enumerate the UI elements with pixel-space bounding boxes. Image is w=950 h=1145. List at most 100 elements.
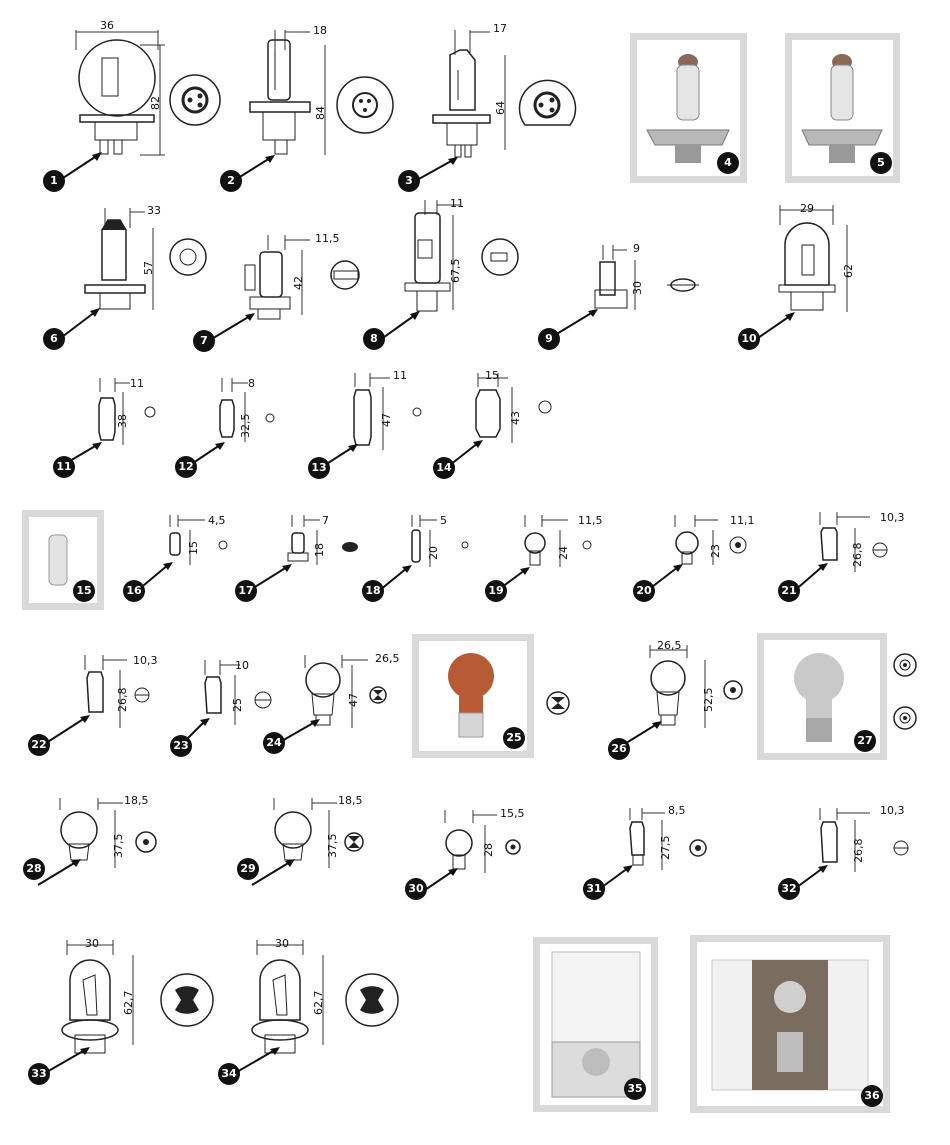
bulb-25-socket [543,688,573,718]
bulb-15-badge: 15 [73,580,95,602]
bulb-2-width: 18 [313,24,327,37]
bulb-18-height: 20 [427,546,440,560]
bulb-19-badge: 19 [485,580,507,602]
bulb-13-diagram: 11 47 13 [305,365,435,485]
bulb-27-socket-bottom [890,703,920,733]
bulb-18-width: 5 [440,514,447,527]
bulb-11-width: 11 [130,377,144,390]
bulb-25-photo: 25 [412,634,534,758]
kit-35-photo: 35 [533,937,658,1112]
bulb-16-width: 4,5 [208,514,226,527]
bulb-3-diagram: 17 64 3 [395,20,595,195]
bulb-9-width: 9 [633,242,640,255]
bulb-10-badge: 10 [738,328,760,350]
bulb-28-diagram: 18,5 37,5 28 [18,790,188,900]
bulb-16-height: 15 [187,541,200,555]
bulb-30-diagram: 15,5 28 30 [405,805,555,900]
bulb-27-photo: 27 [757,633,887,760]
kit-35-badge: 35 [624,1078,646,1100]
bulb-23-diagram: 10 25 23 [165,655,295,760]
bulb-34-badge: 34 [218,1063,240,1085]
bulb-32-badge: 32 [778,878,800,900]
bulb-12-badge: 12 [175,456,197,478]
bulb-6-badge: 6 [43,328,65,350]
bulb-24-badge: 24 [263,732,285,754]
bulb-31-width: 8,5 [668,804,686,817]
bulb-27-badge: 27 [854,730,876,752]
bulb-18-badge: 18 [362,580,384,602]
bulb-34-width: 30 [275,937,289,950]
bulb-17-badge: 17 [235,580,257,602]
bulb-30-badge: 30 [405,878,427,900]
bulb-22-width: 10,3 [133,654,158,667]
bulb-10-diagram: 29 62 10 [735,200,895,360]
bulb-28-height: 37,5 [112,833,125,859]
bulb-21-diagram: 10,3 26,8 21 [775,500,925,610]
bulb-13-badge: 13 [308,457,330,479]
bulb-2-badge: 2 [220,170,242,192]
bulb-20-diagram: 11,1 23 20 [630,505,770,610]
bulb-32-diagram: 10,3 26,8 32 [775,800,925,900]
bulb-20-width: 11,1 [730,514,755,527]
bulb-28-badge: 28 [23,858,45,880]
bulb-3-height: 64 [494,101,507,115]
bulb-26-height: 52,5 [702,687,715,713]
bulb-15-photo: 15 [22,510,104,610]
bulb-7-width: 11,5 [315,232,340,245]
kit-36-badge: 36 [861,1085,883,1107]
bulb-33-height: 62,7 [122,990,135,1016]
bulb-33-badge: 33 [28,1063,50,1085]
bulb-23-badge: 23 [170,735,192,757]
bulb-12-diagram: 8 32,5 12 [170,370,300,485]
bulb-24-height: 47 [347,693,360,707]
bulb-16-badge: 16 [123,580,145,602]
bulb-23-width: 10 [235,659,249,672]
bulb-14-height: 43 [509,411,522,425]
bulb-31-badge: 31 [583,878,605,900]
bulb-19-width: 11,5 [578,514,603,527]
bulb-22-badge: 22 [28,734,50,756]
bulb-29-diagram: 18,5 37,5 29 [232,790,402,900]
bulb-19-diagram: 11,5 24 19 [480,505,620,610]
bulb-17-width: 7 [322,514,329,527]
bulb-26-width: 26,5 [657,639,682,652]
bulb-2-height: 84 [314,106,327,120]
bulb-6-height: 57 [142,261,155,275]
bulb-3-badge: 3 [398,170,420,192]
bulb-12-height: 32,5 [239,413,252,439]
bulb-18-diagram: 5 20 18 [362,505,492,610]
bulb-33-diagram: 30 62,7 33 [25,935,235,1095]
bulb-32-height: 26,8 [852,838,865,864]
kit-36-photo: 36 [690,935,890,1113]
bulb-1-height: 82 [149,96,162,110]
bulb-9-badge: 9 [538,328,560,350]
bulb-22-diagram: 10,3 26,8 22 [25,650,170,760]
bulb-8-diagram: 11 67,5 8 [360,195,540,360]
bulb-6-diagram: 33 57 6 [40,200,220,360]
bulb-24-width: 26,5 [375,652,400,665]
bulb-8-badge: 8 [363,328,385,350]
bulb-26-badge: 26 [608,738,630,760]
bulb-17-height: 18 [313,543,326,557]
bulb-3-width: 17 [493,22,507,35]
bulb-5-badge: 5 [870,152,892,174]
bulb-8-width: 11 [450,197,464,210]
bulb-19-height: 24 [557,546,570,560]
bulb-10-width: 29 [800,202,814,215]
bulb-4-photo: 4 [630,33,747,183]
bulb-13-width: 11 [393,369,407,382]
bulb-17-diagram: 7 18 17 [232,505,372,610]
bulb-14-badge: 14 [433,457,455,479]
bulb-20-height: 23 [709,544,722,558]
bulb-24-diagram: 26,5 47 24 [260,650,410,760]
bulb-23-height: 25 [231,698,244,712]
bulb-31-diagram: 8,5 27,5 31 [580,800,730,900]
bulb-9-height: 30 [631,281,644,295]
bulb-11-height: 38 [116,414,129,428]
bulb-13-height: 47 [380,413,393,427]
bulb-33-width: 30 [85,937,99,950]
bulb-6-width: 33 [147,204,161,217]
bulb-30-height: 28 [482,843,495,857]
bulb-5-photo: 5 [785,33,900,183]
bulb-30-width: 15,5 [500,807,525,820]
